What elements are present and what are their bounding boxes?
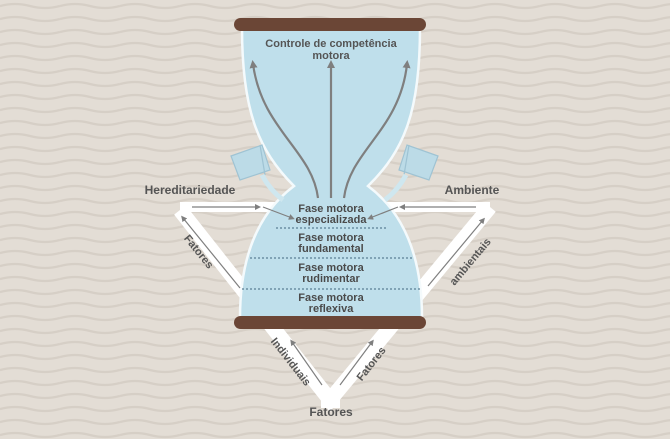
phase-specialized-line2: especializada bbox=[296, 214, 368, 226]
left-cup-icon bbox=[230, 144, 285, 202]
arrow-up-left bbox=[249, 60, 320, 199]
hourglass-top-cap bbox=[234, 18, 426, 31]
arrow-bottom-right bbox=[339, 339, 374, 386]
competence-arrows bbox=[249, 60, 411, 199]
phase-specialized-line1: Fase motora bbox=[298, 203, 364, 215]
right-cup-icon bbox=[383, 144, 439, 202]
phase-fundamental-line1: Fase motora bbox=[298, 232, 364, 244]
phase-rudimentary-line2: rudimentar bbox=[302, 273, 360, 285]
phase-fundamental-line2: fundamental bbox=[298, 243, 363, 255]
arrow-right-side bbox=[427, 217, 485, 287]
frame-arrows bbox=[181, 204, 485, 386]
top-label-line2: motora bbox=[312, 50, 350, 62]
environment-label: Ambiente bbox=[445, 183, 500, 197]
phase-rudimentary-line1: Fase motora bbox=[298, 262, 364, 274]
arrow-into-top-right bbox=[367, 206, 399, 220]
arrow-bottom-left bbox=[290, 339, 323, 386]
arrow-left-side bbox=[181, 215, 241, 289]
phase-reflexive-line1: Fase motora bbox=[298, 292, 364, 304]
bottom-label: Fatores bbox=[309, 405, 353, 419]
top-label-line1: Controle de competência bbox=[265, 38, 397, 50]
arrow-into-top-left bbox=[262, 206, 295, 220]
heredity-label: Hereditariedade bbox=[145, 183, 236, 197]
arrow-up-right bbox=[342, 60, 411, 199]
hourglass-bottom-cap bbox=[234, 316, 426, 329]
phase-reflexive-line2: reflexiva bbox=[309, 303, 355, 315]
